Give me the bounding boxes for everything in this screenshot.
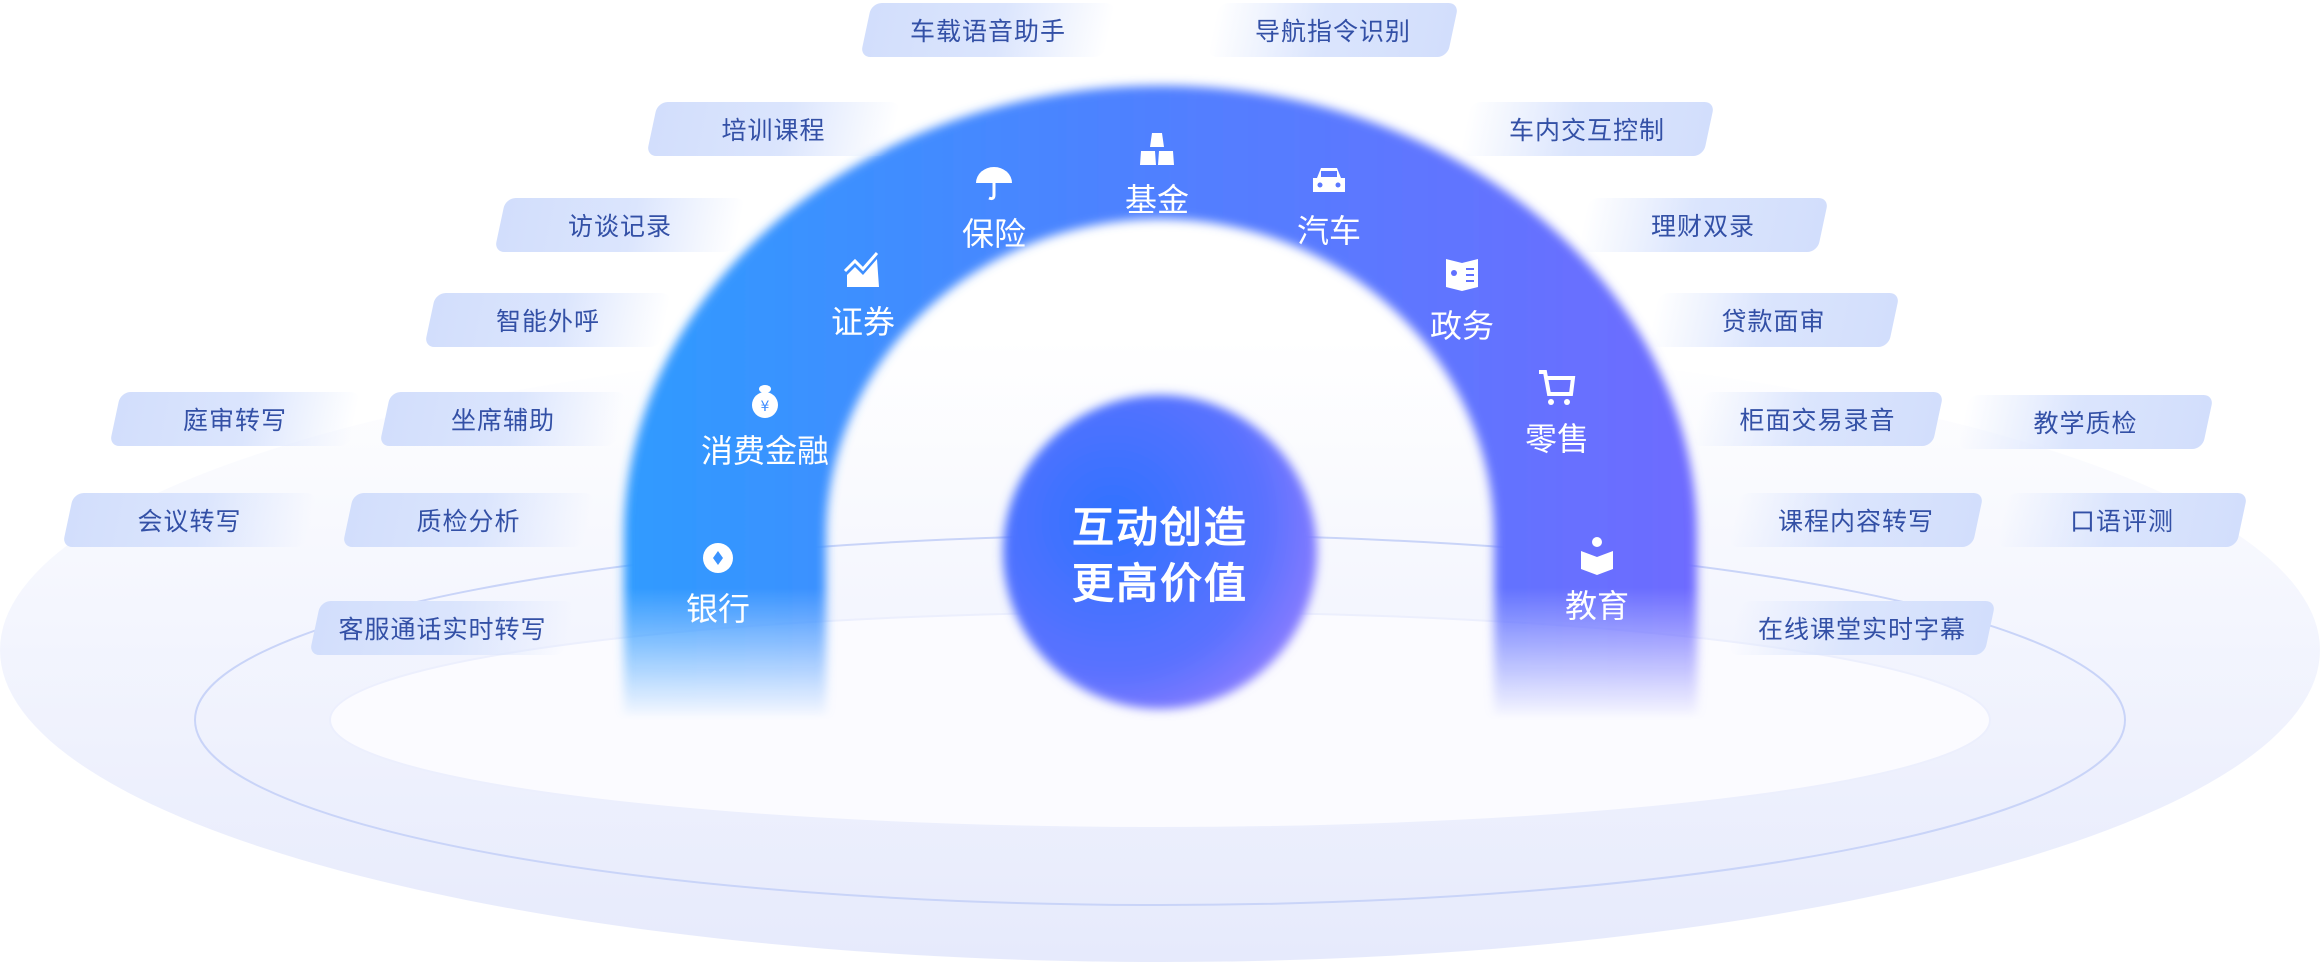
scenario-label: 柜面交易录音 — [1739, 406, 1896, 435]
slogan-line-1: 互动创造 — [1071, 503, 1249, 552]
svg-text:¥: ¥ — [761, 399, 770, 415]
scenario-pill[interactable]: 庭审转写 — [109, 392, 361, 446]
scenario-label: 理财双录 — [1650, 212, 1755, 241]
center-slogan: 互动创造 更高价值 — [1072, 500, 1248, 612]
sector-label: 基金 — [1124, 181, 1190, 219]
scenario-pill[interactable]: 柜面交易录音 — [1691, 392, 1944, 446]
money-bag-icon: ¥ — [751, 385, 778, 418]
scenario-label: 庭审转写 — [182, 406, 287, 435]
sector-government[interactable]: 政务 — [1430, 255, 1494, 347]
sector-insurance[interactable]: 保险 — [962, 163, 1026, 255]
scenario-label: 质检分析 — [416, 507, 521, 536]
sector-auto[interactable]: 汽车 — [1297, 160, 1361, 252]
sector-securities[interactable]: 证券 — [831, 251, 895, 343]
sector-fund[interactable]: 基金 — [1125, 129, 1189, 221]
scenario-pill[interactable]: 访谈记录 — [494, 198, 746, 252]
sector-label: 保险 — [961, 215, 1027, 253]
arch-band — [624, 85, 1697, 721]
scenario-label: 导航指令识别 — [1254, 17, 1411, 46]
scenario-pill[interactable]: 坐席辅助 — [379, 392, 627, 446]
scenario-pill[interactable]: 贷款面审 — [1647, 293, 1900, 347]
sector-consumer-finance[interactable]: ¥ 消费金融 — [701, 380, 829, 472]
sector-education[interactable]: 教育 — [1565, 535, 1629, 627]
scenario-pill[interactable]: 导航指令识别 — [1207, 3, 1459, 57]
scenario-label: 智能外呼 — [495, 307, 600, 336]
slogan-line-2: 更高价值 — [1071, 559, 1249, 608]
scenario-pill[interactable]: 车内交互控制 — [1459, 102, 1715, 156]
scenario-label: 访谈记录 — [567, 212, 672, 241]
sector-label: 证券 — [830, 303, 896, 341]
scenario-label: 车内交互控制 — [1508, 116, 1665, 145]
coin-icon — [702, 543, 733, 573]
sector-bank[interactable]: 银行 — [686, 538, 750, 630]
scenario-pill[interactable]: 理财双录 — [1577, 198, 1829, 252]
scenario-label: 教学质检 — [2033, 409, 2138, 438]
scenario-pill[interactable]: 会议转写 — [62, 493, 317, 547]
scenario-pill[interactable]: 在线课堂实时字幕 — [1728, 601, 1996, 655]
sector-label: 汽车 — [1296, 212, 1362, 250]
center-circle — [1003, 395, 1317, 709]
scenario-label: 车载语音助手 — [909, 17, 1066, 46]
government-book-icon — [1445, 259, 1478, 291]
scenario-label: 坐席辅助 — [450, 406, 555, 435]
sector-label: 政务 — [1429, 307, 1495, 345]
scenario-label: 贷款面审 — [1721, 307, 1826, 336]
scenario-label: 口语评测 — [2069, 507, 2174, 536]
scenario-pill[interactable]: 教学质检 — [1957, 395, 2214, 449]
sector-label: 消费金融 — [700, 432, 830, 470]
sector-label: 零售 — [1524, 420, 1590, 458]
scenario-pill[interactable]: 客服通话实时转写 — [309, 601, 576, 655]
scenario-pill[interactable]: 质检分析 — [342, 493, 595, 547]
gold-bars-icon — [1139, 133, 1174, 165]
cart-icon — [1538, 370, 1576, 405]
scenario-pill[interactable]: 智能外呼 — [424, 293, 672, 347]
sector-retail[interactable]: 零售 — [1525, 368, 1589, 460]
umbrella-icon — [975, 167, 1012, 201]
scenario-pill[interactable]: 课程内容转写 — [1728, 493, 1984, 547]
scenario-pill[interactable]: 车载语音助手 — [860, 3, 1116, 57]
scenario-label: 培训课程 — [721, 116, 826, 145]
sector-label: 银行 — [685, 590, 751, 628]
scenario-label: 客服通话实时转写 — [338, 615, 547, 644]
car-icon — [1312, 168, 1345, 192]
scenario-pill[interactable]: 培训课程 — [646, 102, 901, 156]
scenario-label: 会议转写 — [137, 507, 242, 536]
scenario-label: 课程内容转写 — [1777, 507, 1934, 536]
sector-label: 教育 — [1564, 587, 1630, 625]
stock-chart-icon — [843, 252, 879, 287]
reader-icon — [1580, 537, 1613, 575]
scenario-label: 在线课堂实时字幕 — [1757, 615, 1966, 644]
scenario-pill[interactable]: 口语评测 — [1996, 493, 2248, 547]
